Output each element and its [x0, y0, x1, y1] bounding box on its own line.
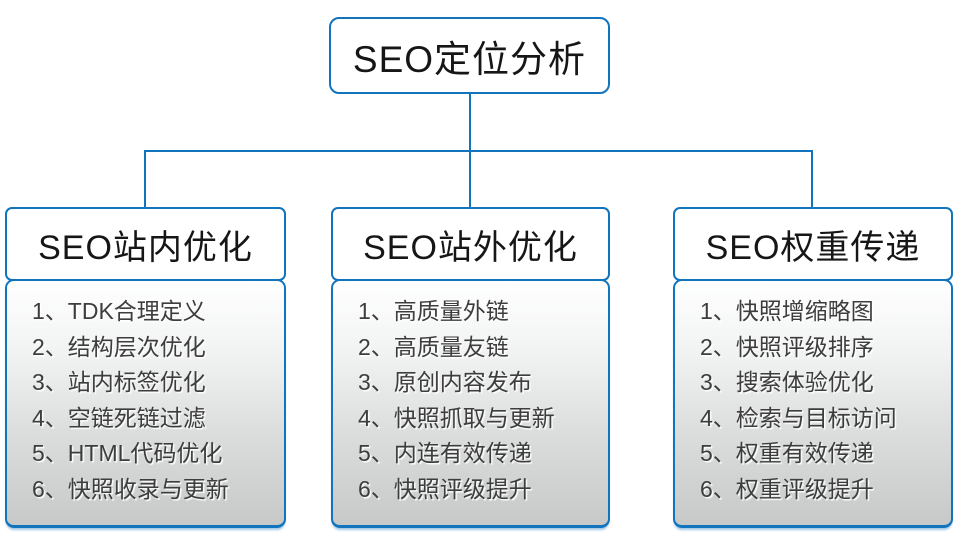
list-item: 1、TDK合理定义	[32, 298, 206, 324]
root-node-title: SEO定位分析	[352, 38, 587, 80]
column-body-onsite: 1、TDK合理定义 2、结构层次优化 3、站内标签优化 4、空链死链过滤 5、H…	[5, 279, 286, 528]
list-item: 6、权重评级提升	[700, 475, 874, 502]
list-item: 4、检索与目标访问	[700, 404, 897, 431]
list-item: 2、结构层次优化	[32, 333, 206, 360]
list-item: 1、快照增缩略图	[700, 298, 874, 324]
list-item: 4、空链死链过滤	[32, 404, 206, 431]
list-item: 6、快照评级提升	[358, 475, 532, 502]
list-item: 5、内连有效传递	[358, 440, 532, 466]
column-body-weight: 1、快照增缩略图 2、快照评级排序 3、搜索体验优化 4、检索与目标访问 5、权…	[673, 279, 953, 528]
column-header-offsite: SEO站外优化	[331, 207, 610, 281]
column-title: SEO站外优化	[363, 228, 578, 267]
column-title: SEO站内优化	[38, 228, 253, 267]
list-item: 1、高质量外链	[358, 298, 509, 324]
list-item: 3、站内标签优化	[32, 369, 206, 395]
column-header-weight: SEO权重传递	[673, 207, 953, 281]
column-weight-transfer: SEO权重传递 1、快照增缩略图 2、快照评级排序 3、搜索体验优化 4、检索与…	[673, 207, 953, 528]
list-item: 5、HTML代码优化	[32, 440, 223, 466]
root-node-seo-positioning: SEO定位分析	[329, 17, 610, 94]
column-body-offsite: 1、高质量外链 2、高质量友链 3、原创内容发布 4、快照抓取与更新 5、内连有…	[331, 279, 610, 528]
list-item: 2、快照评级排序	[700, 333, 874, 360]
column-onsite-optimization: SEO站内优化 1、TDK合理定义 2、结构层次优化 3、站内标签优化 4、空链…	[5, 207, 286, 528]
list-item: 2、高质量友链	[358, 333, 509, 360]
column-header-onsite: SEO站内优化	[5, 207, 286, 281]
list-item: 4、快照抓取与更新	[358, 404, 555, 431]
list-item: 3、搜索体验优化	[700, 369, 874, 395]
list-item: 5、权重有效传递	[700, 440, 874, 466]
column-title: SEO权重传递	[705, 228, 921, 267]
list-item: 3、原创内容发布	[358, 369, 532, 395]
list-item: 6、快照收录与更新	[32, 475, 229, 502]
column-offsite-optimization: SEO站外优化 1、高质量外链 2、高质量友链 3、原创内容发布 4、快照抓取与…	[331, 207, 610, 528]
